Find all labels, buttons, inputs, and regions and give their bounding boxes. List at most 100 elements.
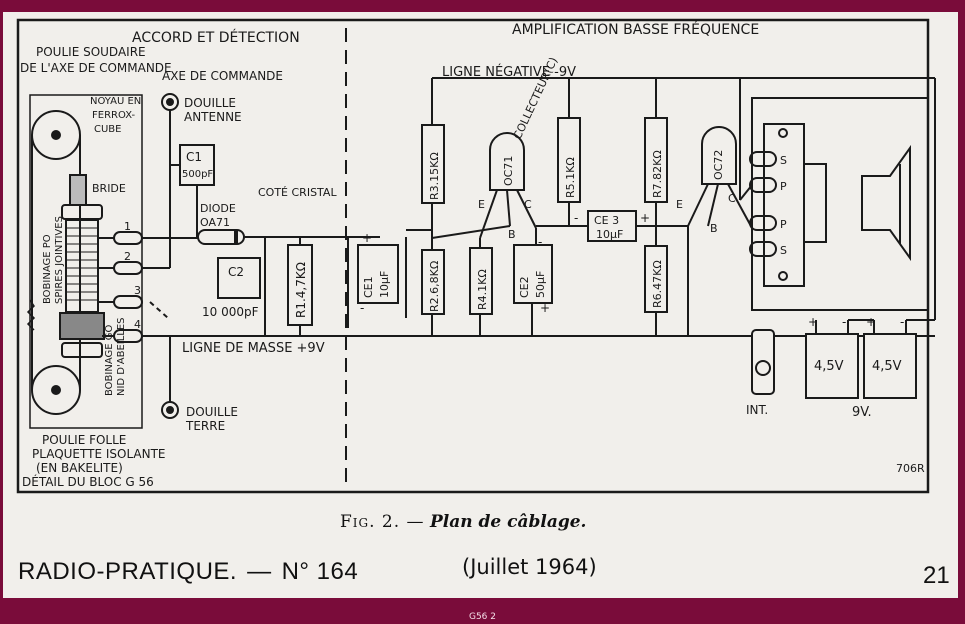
ground-line-label: LIGNE DE MASSE +9V [182,341,325,356]
svg-text:S: S [780,154,787,167]
svg-text:-: - [842,315,846,329]
svg-text:+: + [640,211,650,225]
page-number: 21 [923,562,950,589]
svg-text:NID D'ABEILLES: NID D'ABEILLES [116,317,127,396]
g56-block-outline [29,94,143,429]
svg-text:SPIRES JOINTIVES: SPIRES JOINTIVES [54,216,65,304]
svg-text:OC71: OC71 [502,156,515,186]
magazine-name: RADIO-PRATIQUE. [18,558,238,585]
svg-text:TERRE: TERRE [185,419,225,433]
issue-number: N° 164 [281,558,359,585]
negative-line-label: LIGNE NÉGATIVE -9V [442,64,576,80]
issue-date: (Juillet 1964) [462,555,597,579]
svg-text:+: + [362,231,372,245]
svg-text:S: S [780,244,787,257]
svg-text:R3.15KΩ: R3.15KΩ [428,152,441,200]
figure-number: Fig. 2. — [340,512,425,532]
page-footer: RADIO-PRATIQUE. — N° 164 [18,558,358,586]
svg-text:DOUILLE: DOUILLE [184,96,236,110]
speaker-frame [751,97,929,311]
svg-text:1: 1 [124,220,131,233]
svg-text:2: 2 [124,250,131,263]
svg-text:B: B [508,228,516,241]
section-title-tuning: ACCORD ET DÉTECTION [132,29,300,46]
svg-text:B: B [710,222,718,235]
transistor-oc71 [489,132,525,191]
svg-text:+: + [866,315,876,329]
svg-text:-: - [538,235,542,249]
spring-icon [26,299,36,331]
svg-text:DOUILLE: DOUILLE [186,405,238,419]
svg-text:FERROX-: FERROX- [92,110,136,121]
svg-text:10 000pF: 10 000pF [202,305,259,319]
svg-text:9V.: 9V. [852,405,872,420]
svg-text:C2: C2 [228,265,244,279]
transistor-oc72 [701,126,737,185]
svg-text:R4.1KΩ: R4.1KΩ [476,269,489,310]
svg-text:CE1: CE1 [362,276,375,298]
svg-text:OC72: OC72 [712,150,725,180]
svg-text:4: 4 [134,318,141,331]
svg-text:POULIE FOLLE: POULIE FOLLE [42,433,126,447]
svg-text:AXE DE COMMANDE: AXE DE COMMANDE [162,69,283,83]
svg-text:50μF: 50μF [534,271,547,298]
svg-text:R6.47KΩ: R6.47KΩ [651,260,664,308]
svg-text:+: + [808,315,818,329]
go-coil [59,312,105,340]
svg-text:C1: C1 [186,150,202,164]
capacitor-ce3 [587,210,637,242]
svg-text:-: - [360,301,364,315]
svg-text:10μF: 10μF [596,228,623,241]
figure-title: Plan de câblage. [429,512,587,532]
terminal-3 [113,295,143,309]
svg-text:4,5V: 4,5V [872,359,902,374]
battery-2 [863,333,917,399]
svg-text:E: E [676,198,683,211]
svg-text:3: 3 [134,284,141,297]
svg-text:CE 3: CE 3 [594,214,619,227]
svg-text:BOBINAGE PO: BOBINAGE PO [42,234,53,304]
svg-text:R2.6,8KΩ: R2.6,8KΩ [428,261,441,312]
svg-text:OA71: OA71 [200,216,230,229]
svg-text:NOYAU EN: NOYAU EN [90,96,141,107]
svg-text:500pF: 500pF [182,169,213,180]
svg-text:CE2: CE2 [518,276,531,298]
svg-text:(EN BAKELITE): (EN BAKELITE) [36,461,123,475]
svg-text:706R: 706R [896,462,925,475]
capacitor-c2 [217,257,261,299]
svg-text:P: P [780,180,787,193]
svg-text:C: C [728,192,736,205]
svg-text:R5.1KΩ: R5.1KΩ [564,157,577,198]
svg-text:DÉTAIL DU BLOC G 56: DÉTAIL DU BLOC G 56 [22,474,154,489]
svg-text:COTÉ CRISTAL: COTÉ CRISTAL [258,186,337,199]
svg-text:-: - [574,211,578,225]
speaker-icon [861,144,911,262]
image-caption-label: G56 2 [468,612,496,622]
svg-text:INT.: INT. [746,403,768,417]
svg-text:P: P [780,218,787,231]
svg-text:E: E [478,198,485,211]
svg-text:PLAQUETTE ISOLANTE: PLAQUETTE ISOLANTE [32,447,166,461]
po-coil [65,219,99,313]
svg-text:-: - [900,315,904,329]
svg-text:ANTENNE: ANTENNE [184,110,242,124]
svg-text:R7.82KΩ: R7.82KΩ [651,150,664,198]
footer-separator: — [247,558,272,585]
svg-text:BOBINAGE GO: BOBINAGE GO [104,324,115,396]
terminal-1 [113,231,143,245]
battery-1 [805,333,859,399]
figure-caption: Fig. 2. — Plan de câblage. [340,512,586,532]
svg-text:C: C [524,198,532,211]
resistor-r1 [287,244,313,326]
svg-text:R1.4,7KΩ: R1.4,7KΩ [294,262,308,318]
svg-text:POULIE SOUDAIRE: POULIE SOUDAIRE [36,45,146,59]
terminal-2 [113,261,143,275]
svg-text:BRIDE: BRIDE [92,182,126,195]
svg-text:CUBE: CUBE [94,124,121,135]
ferrite-core [69,174,87,206]
capacitor-ce1 [357,244,399,304]
coil-bride [61,204,103,220]
svg-text:10μF: 10μF [378,271,391,298]
